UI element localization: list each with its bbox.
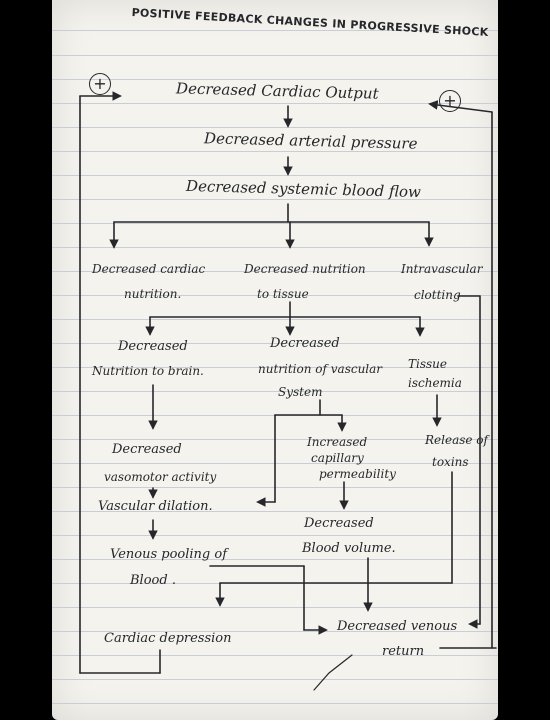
- node-clotting-line1: Intravascular: [401, 262, 483, 276]
- rule-line: [52, 55, 498, 56]
- node-vascular-line3: System: [278, 385, 323, 399]
- node-vasomotor-line1: Decreased: [112, 442, 182, 457]
- node-toxins-line1: Release of: [425, 433, 488, 447]
- rule-line: [52, 103, 498, 104]
- node-blood-volume-line2: Blood volume.: [302, 541, 396, 556]
- node-tissue-nutrition-line1: Decreased nutrition: [244, 262, 366, 276]
- rule-line: [52, 343, 498, 344]
- node-cardiac-nutrition-line2: nutrition.: [124, 287, 182, 301]
- node-brain-line2: Nutrition to brain.: [92, 364, 204, 378]
- node-vascular-line1: Decreased: [270, 336, 340, 351]
- node-ischemia-line1: Tissue: [408, 357, 447, 371]
- node-vasomotor-line2: vasomotor activity: [104, 470, 217, 484]
- rule-line: [52, 79, 498, 80]
- node-venous-return-line2: return: [382, 644, 425, 659]
- node-tissue-nutrition-line2: to tissue: [257, 287, 309, 301]
- node-venous-return-line1: Decreased venous: [337, 619, 458, 634]
- rule-line: [52, 703, 498, 704]
- rule-line: [52, 175, 498, 176]
- node-permeability-line3: permeability: [319, 467, 396, 481]
- positive-feedback-left-icon: +: [89, 73, 111, 95]
- rule-line: [52, 535, 498, 536]
- flow-connectors: [79, 91, 497, 691]
- rule-line: [52, 511, 498, 512]
- rule-line: [52, 631, 498, 632]
- node-brain-line1: Decreased: [118, 339, 188, 354]
- rule-line: [52, 151, 498, 152]
- node-vascular-dilation: Vascular dilation.: [98, 499, 213, 514]
- rule-line: [52, 30, 498, 31]
- rule-line: [52, 607, 498, 608]
- node-permeability-line2: capillary: [311, 451, 364, 465]
- positive-feedback-right-icon: +: [439, 90, 461, 112]
- rule-line: [52, 223, 498, 224]
- tick-mark: [313, 654, 353, 691]
- rule-line: [52, 679, 498, 680]
- node-venous-pooling-line1: Venous pooling of: [110, 547, 228, 562]
- rule-line: [52, 199, 498, 200]
- rule-line: [52, 295, 498, 296]
- rule-line: [52, 367, 498, 368]
- node-toxins-line2: toxins: [432, 455, 469, 469]
- rule-line: [52, 271, 498, 272]
- node-ischemia-line2: ischemia: [408, 376, 462, 390]
- node-clotting-line2: clotting: [414, 288, 461, 302]
- node-permeability-line1: Increased: [307, 435, 368, 449]
- node-cardiac-depression: Cardiac depression: [104, 631, 232, 646]
- rule-line: [52, 391, 498, 392]
- rule-line: [52, 559, 498, 560]
- rule-line: [52, 127, 498, 128]
- node-vascular-line2: nutrition of vascular: [258, 362, 383, 376]
- notebook-page: POSITIVE FEEDBACK CHANGES IN PROGRESSIVE…: [52, 0, 498, 720]
- node-blood-volume-line1: Decreased: [304, 516, 374, 531]
- node-cardiac-nutrition-line1: Decreased cardiac: [92, 262, 206, 276]
- node-venous-pooling-line2: Blood .: [130, 573, 176, 588]
- rule-line: [52, 319, 498, 320]
- rule-line: [52, 247, 498, 248]
- rule-line: [52, 655, 498, 656]
